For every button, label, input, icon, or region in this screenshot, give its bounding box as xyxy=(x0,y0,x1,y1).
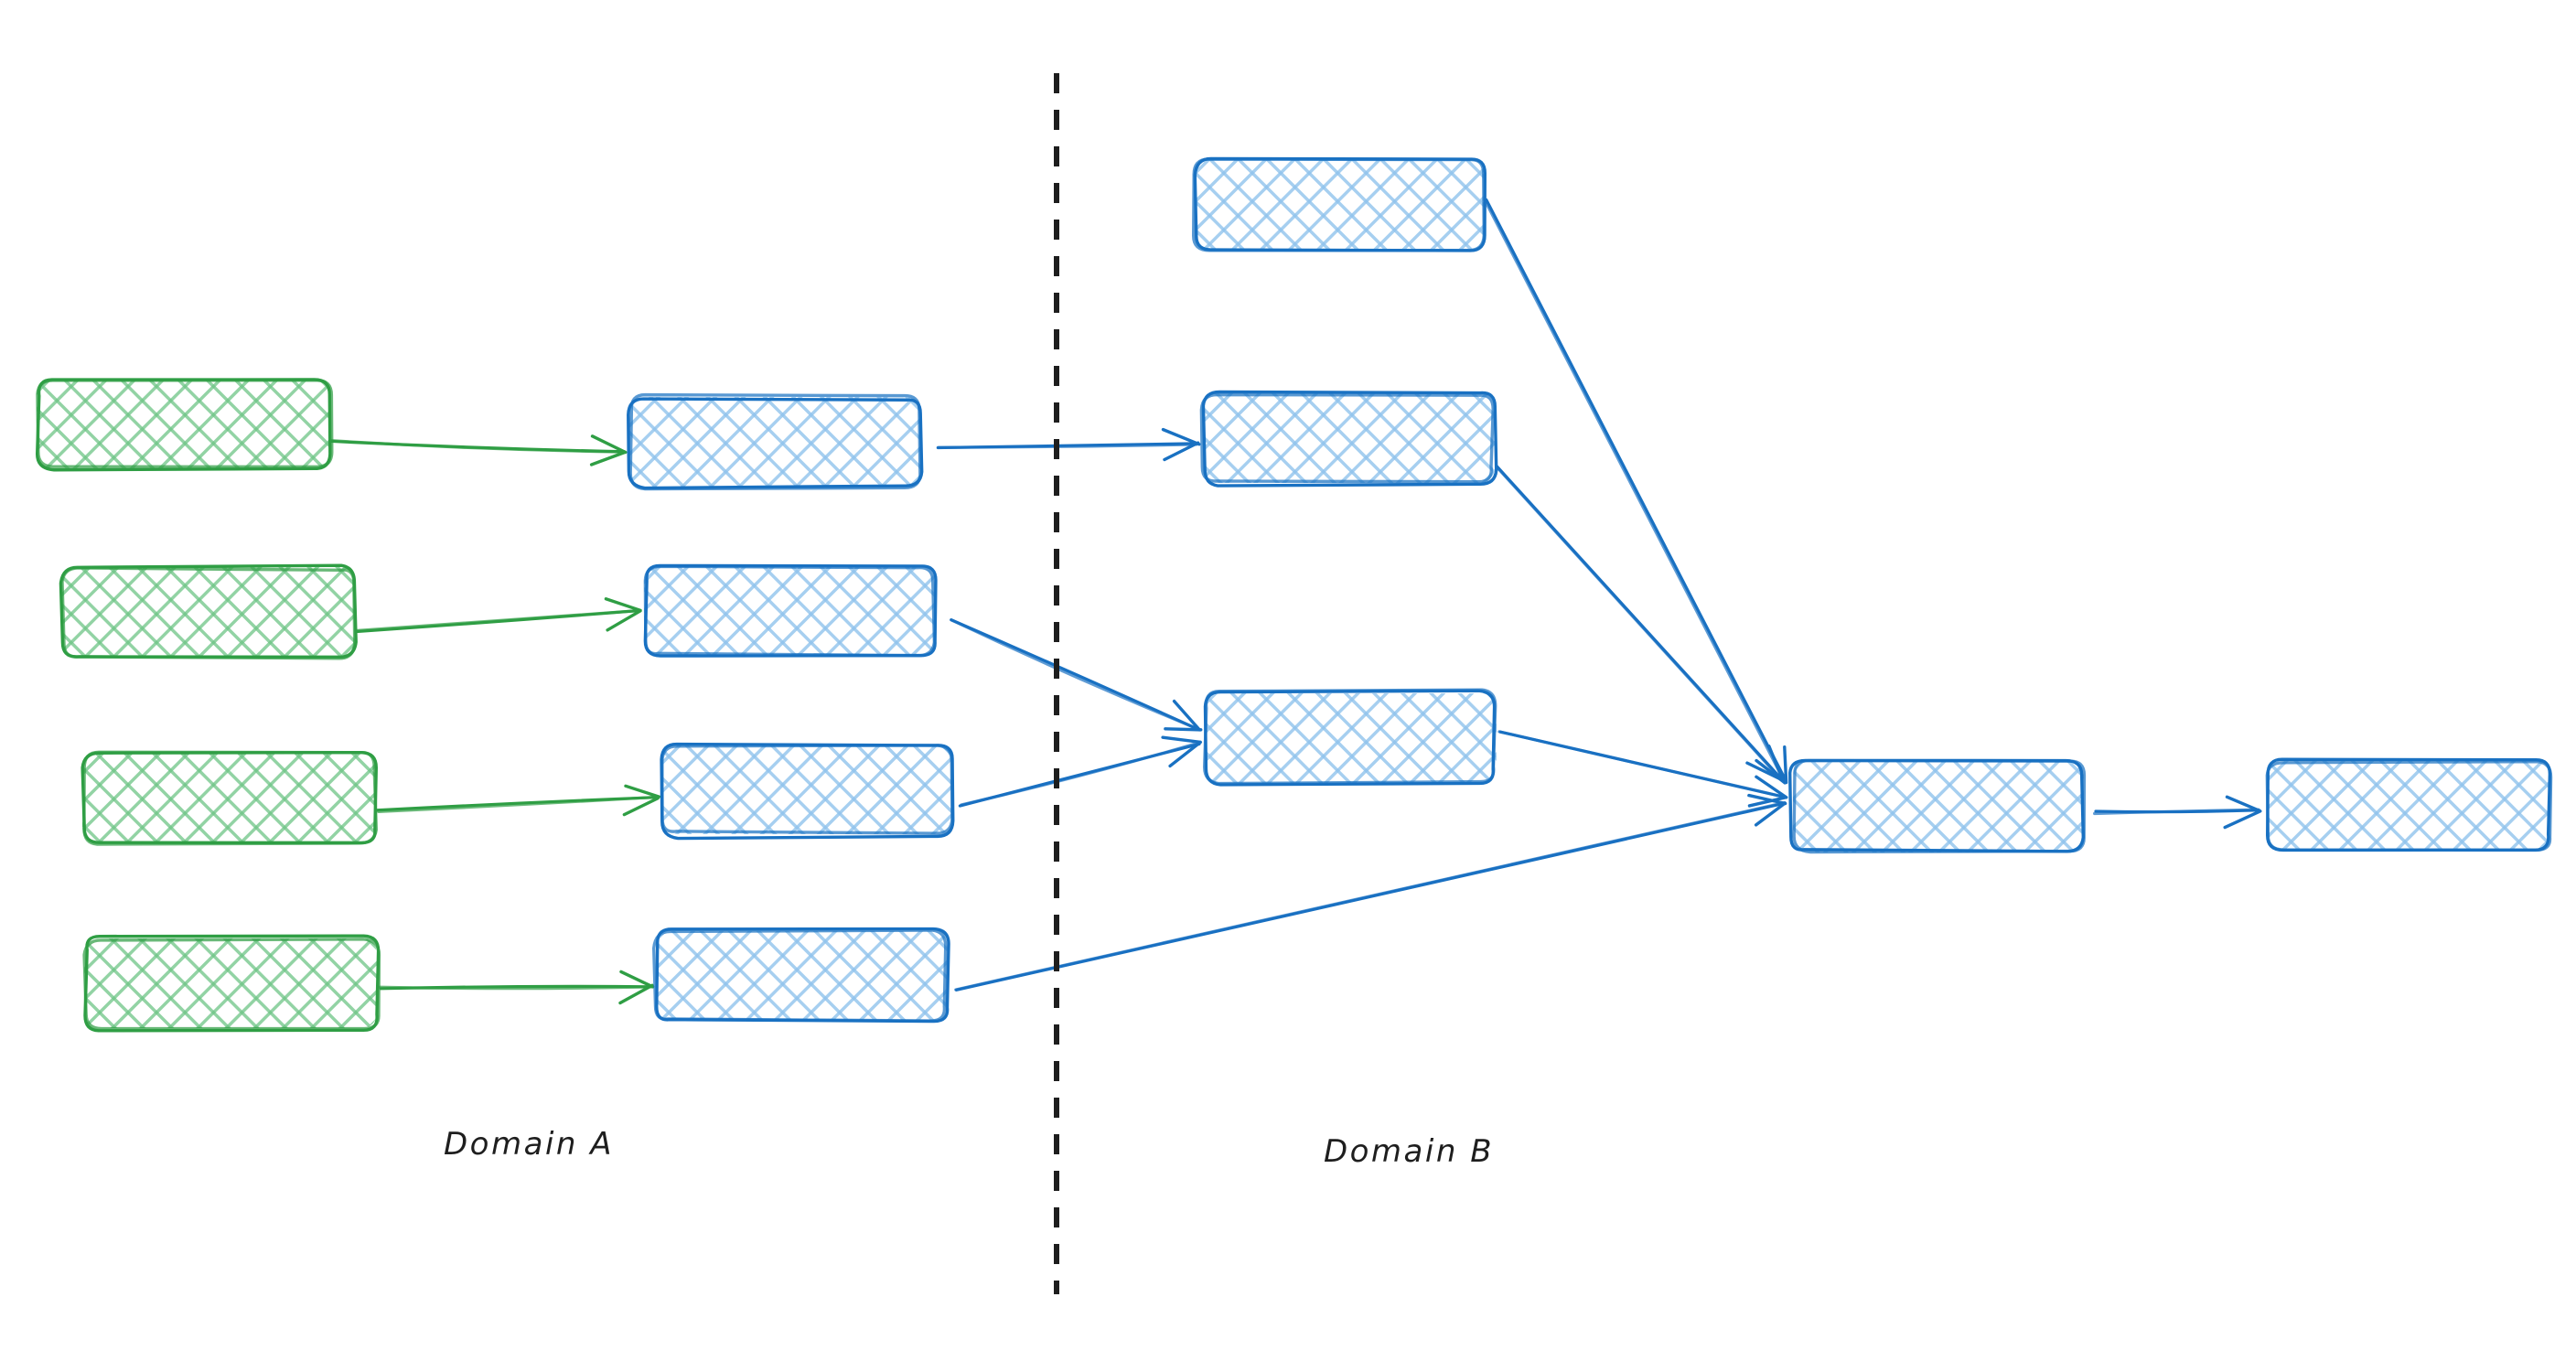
labels-layer: Domain A Domain B xyxy=(444,1126,1494,1170)
node-g2[interactable] xyxy=(59,563,358,660)
node-b1[interactable] xyxy=(627,392,924,491)
node-b8[interactable] xyxy=(1788,758,2087,854)
edge-e12 xyxy=(2093,795,2262,830)
node-outline xyxy=(660,744,954,835)
edge-arrowhead xyxy=(2225,795,2261,812)
edge-shaft xyxy=(377,795,659,813)
edge-arrowhead xyxy=(1161,427,1201,446)
node-fill xyxy=(82,752,375,841)
edge-e11 xyxy=(954,793,1787,991)
node-g4[interactable] xyxy=(82,934,381,1033)
edge-arrowhead xyxy=(1747,796,1787,808)
edge-arrowhead xyxy=(1164,727,1203,732)
edge-arrowhead xyxy=(1161,735,1202,744)
node-fill xyxy=(1793,761,2084,852)
edge-shaft xyxy=(1495,466,1783,781)
node-outline xyxy=(1792,758,2087,854)
node-outline xyxy=(36,379,334,469)
node-g1[interactable] xyxy=(35,378,334,472)
edge-arrowhead xyxy=(624,784,661,799)
node-fill xyxy=(2267,761,2550,851)
node-fill xyxy=(644,565,935,655)
edge-arrowhead xyxy=(590,434,628,455)
edge-arrowhead xyxy=(1172,699,1201,732)
node-fill xyxy=(1195,159,1486,249)
edge-e5 xyxy=(936,427,1201,462)
edge-e10 xyxy=(1497,730,1788,808)
edge-shaft xyxy=(954,800,1787,991)
node-outline xyxy=(1203,688,1497,786)
edge-shaft xyxy=(950,618,1201,732)
node-outline xyxy=(1192,157,1486,252)
node-b2[interactable] xyxy=(643,563,938,658)
node-fill xyxy=(62,567,355,657)
node-b4[interactable] xyxy=(651,927,950,1024)
edge-arrowhead xyxy=(1163,441,1200,462)
edge-shaft xyxy=(1483,198,1786,783)
node-fill xyxy=(1204,393,1495,483)
edge-e9 xyxy=(1495,465,1785,781)
edge-shaft xyxy=(1485,198,1787,782)
edge-arrowhead xyxy=(604,597,642,613)
label-domain-a: Domain A xyxy=(444,1126,614,1163)
node-fill xyxy=(1206,693,1497,783)
edge-shaft xyxy=(960,741,1201,807)
edge-arrowhead xyxy=(1754,801,1787,827)
edge-arrowhead xyxy=(1745,761,1783,781)
node-outline xyxy=(1199,392,1495,484)
node-outline xyxy=(82,938,381,1031)
edge-e2 xyxy=(355,597,642,634)
edge-arrowhead xyxy=(1767,745,1785,781)
label-domain-b: Domain B xyxy=(1324,1133,1494,1170)
edge-arrowhead xyxy=(618,983,654,1005)
nodes-layer xyxy=(35,156,2553,1033)
edge-shaft xyxy=(378,985,652,991)
edge-arrowhead xyxy=(622,797,660,817)
edge-shaft xyxy=(2093,808,2260,816)
edge-arrowhead xyxy=(1747,793,1787,806)
edge-shaft xyxy=(356,608,640,632)
node-fill xyxy=(662,745,953,834)
node-b7[interactable] xyxy=(1203,688,1497,787)
node-outline xyxy=(2265,759,2553,852)
edge-arrowhead xyxy=(1755,775,1788,799)
edge-shaft xyxy=(328,439,625,454)
edge-e1 xyxy=(328,434,628,466)
edge-shaft xyxy=(937,443,1198,449)
edge-arrowhead xyxy=(589,450,627,466)
node-fill xyxy=(84,938,377,1028)
edge-e4 xyxy=(378,970,655,1005)
node-fill xyxy=(37,379,329,468)
node-b3[interactable] xyxy=(660,742,955,841)
node-fill xyxy=(657,931,948,1021)
edge-e7 xyxy=(958,735,1202,808)
edge-e3 xyxy=(376,784,661,817)
node-b6[interactable] xyxy=(1199,390,1498,488)
edges-layer xyxy=(328,198,2262,1005)
node-outline xyxy=(60,566,357,660)
edge-arrowhead xyxy=(619,970,655,989)
edge-arrowhead xyxy=(606,609,642,632)
edge-arrowhead xyxy=(2223,809,2262,830)
node-g3[interactable] xyxy=(80,750,379,846)
node-b9[interactable] xyxy=(2265,757,2553,852)
node-outline xyxy=(82,750,379,846)
edge-arrowhead xyxy=(1783,745,1788,785)
node-fill xyxy=(629,397,920,487)
node-outline xyxy=(628,392,922,491)
node-b5[interactable] xyxy=(1192,156,1487,252)
edge-e8 xyxy=(1483,198,1788,785)
node-outline xyxy=(643,564,937,658)
node-outline xyxy=(651,928,948,1023)
edge-shaft xyxy=(1497,730,1787,799)
edge-arrowhead xyxy=(1168,740,1202,768)
edge-e6 xyxy=(950,618,1203,732)
